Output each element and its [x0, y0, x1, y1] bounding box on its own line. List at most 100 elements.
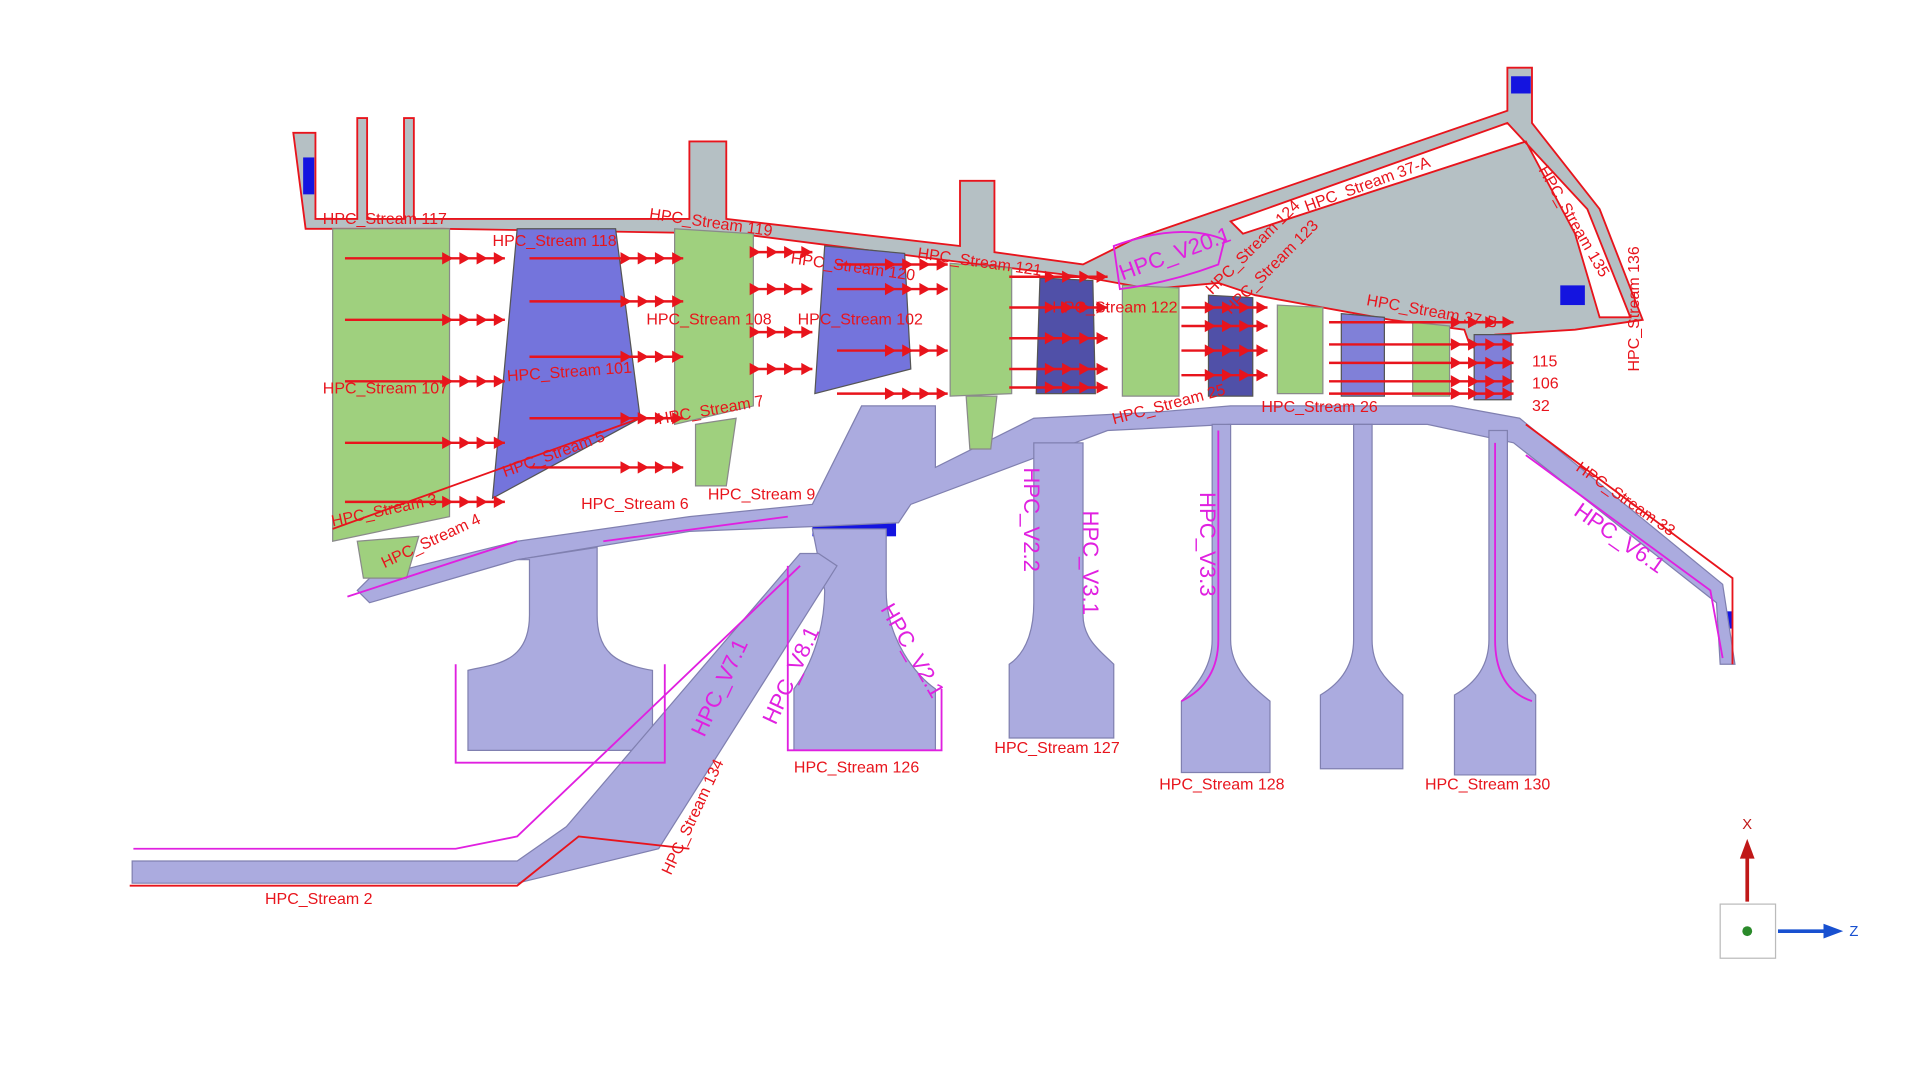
arrowhead-icon — [459, 495, 471, 509]
arrowhead-icon — [1096, 332, 1108, 345]
arrowhead-icon — [1096, 362, 1108, 376]
label-stream-128: HPC_Stream 128 — [1159, 777, 1284, 794]
arrowhead-icon — [1502, 338, 1514, 351]
arrowhead-icon — [784, 282, 796, 296]
label-stream-108: HPC_Stream 108 — [646, 312, 771, 329]
arrowhead-icon — [801, 362, 813, 376]
label-stream-102: HPC_Stream 102 — [798, 312, 923, 329]
arrowhead-icon — [1256, 344, 1268, 357]
arrowhead-icon — [672, 412, 684, 425]
x-axis-label: X — [1742, 817, 1752, 833]
arrowhead-icon — [1204, 319, 1216, 333]
arrowhead-icon — [1468, 316, 1480, 329]
arrowhead-icon — [476, 252, 488, 265]
arrowhead-icon — [1502, 356, 1514, 370]
arrowhead-icon — [1079, 301, 1091, 314]
label-stream-130: HPC_Stream 130 — [1425, 777, 1550, 794]
rotor-drum — [131, 405, 1736, 884]
arrowhead-icon — [1239, 301, 1251, 314]
arrowhead-icon — [476, 313, 488, 326]
arrowhead-icon — [637, 461, 649, 474]
label-stream-26: HPC_Stream 26 — [1261, 399, 1377, 416]
rotor-blade — [332, 228, 451, 542]
arrowhead-icon — [493, 313, 505, 326]
arrowhead-icon — [1239, 369, 1251, 382]
arrowhead-icon — [1450, 356, 1462, 370]
arrowhead-icon — [1222, 319, 1234, 333]
arrowhead-icon — [1450, 316, 1462, 329]
arrowhead-icon — [1485, 338, 1497, 351]
arrowhead-icon — [801, 325, 813, 339]
arrowhead-icon — [476, 495, 488, 509]
arrowhead-icon — [884, 282, 897, 296]
origin-dot — [1742, 926, 1753, 937]
arrowhead-icon — [919, 344, 931, 357]
arrowhead-icon — [1485, 375, 1497, 388]
arrowhead-icon — [1256, 319, 1268, 333]
arrowhead-icon — [749, 282, 761, 296]
arrowhead-icon — [654, 461, 667, 474]
label-stream-126: HPC_Stream 126 — [794, 759, 919, 776]
arrowhead-icon — [654, 252, 667, 265]
arrowhead-icon — [1468, 387, 1480, 400]
arrowhead-icon — [1079, 362, 1091, 376]
arrowhead-icon — [476, 375, 488, 388]
arrowhead-icon — [1239, 319, 1251, 333]
arrowhead-icon — [1485, 356, 1497, 370]
arrowhead-icon — [637, 350, 649, 363]
arrowhead-icon — [620, 252, 632, 265]
arrowhead-icon — [902, 387, 914, 400]
arrowhead-icon — [1204, 344, 1216, 357]
arrowhead-icon — [749, 246, 761, 259]
arrowhead-icon — [1079, 381, 1091, 394]
arrowhead-icon — [654, 412, 667, 425]
arrowhead-icon — [1502, 375, 1514, 388]
arrowhead-icon — [442, 375, 454, 388]
arrowhead-icon — [1062, 381, 1074, 394]
arrowhead-icon — [1502, 316, 1514, 329]
arrowhead-icon — [442, 313, 454, 326]
arrowhead-icon — [672, 461, 684, 474]
arrowhead-icon — [1096, 301, 1108, 314]
label-stream-106: 106 — [1532, 376, 1559, 393]
arrowhead-icon — [442, 495, 454, 509]
label-stream-117: HPC_Stream 117 — [323, 211, 447, 228]
flow-arrows — [344, 246, 1514, 509]
arrowhead-icon — [1079, 332, 1091, 345]
arrowhead-icon — [801, 246, 813, 259]
arrowhead-icon — [1062, 362, 1074, 376]
arrowhead-icon — [493, 436, 505, 449]
arrowhead-icon — [637, 412, 649, 425]
axis-triad: X Z — [1719, 817, 1858, 959]
arrowhead-icon — [766, 282, 778, 296]
arrowhead-icon — [1222, 369, 1234, 382]
z-axis-label: Z — [1849, 924, 1858, 940]
arrowhead-icon — [459, 375, 471, 388]
arrowhead-icon — [919, 387, 931, 400]
label-v3-3: HPC_V3.3 — [1195, 492, 1220, 597]
arrowhead-icon — [442, 252, 454, 265]
arrowhead-icon — [1044, 381, 1056, 394]
arrowhead-icon — [919, 258, 931, 271]
arrowhead-icon — [620, 412, 632, 425]
arrowhead-icon — [637, 252, 649, 265]
arrowhead-icon — [902, 258, 914, 271]
arrowhead-icon — [620, 461, 632, 474]
seal-block — [1560, 285, 1585, 306]
arrowhead-icon — [784, 325, 796, 339]
volume-outlines — [133, 231, 1724, 850]
arrowhead-icon — [493, 495, 505, 509]
arrowhead-icon — [1062, 301, 1074, 314]
z-axis-arrow-icon — [1823, 923, 1844, 939]
arrowhead-icon — [493, 252, 505, 265]
label-stream-122: HPC_Stream 122 — [1052, 299, 1177, 316]
arrowhead-icon — [1239, 344, 1251, 357]
label-v3-1: HPC_V3.1 — [1078, 510, 1103, 615]
arrowhead-icon — [884, 344, 897, 357]
arrowhead-icon — [884, 387, 897, 400]
arrowhead-icon — [766, 362, 778, 376]
arrowhead-icon — [1450, 387, 1462, 400]
arrowhead-icon — [1204, 301, 1216, 314]
arrowhead-icon — [1204, 369, 1216, 382]
